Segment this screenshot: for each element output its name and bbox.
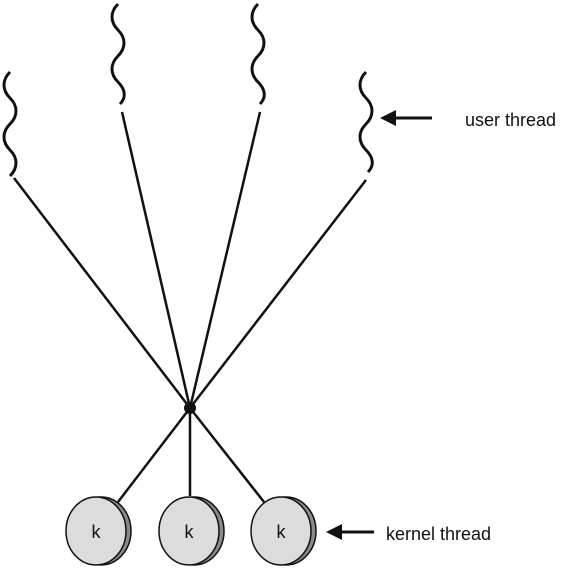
user-to-hub-links (13, 111, 367, 409)
link-user-1 (13, 177, 191, 409)
user-thread-1 (2, 70, 18, 178)
hub-to-kernel-links (117, 407, 265, 503)
link-kernel-1 (117, 407, 191, 503)
link-user-4 (189, 179, 367, 409)
kernel-thread-1: k (65, 496, 132, 566)
user-thread-arrowhead (380, 110, 396, 126)
link-kernel-3 (189, 407, 265, 503)
kernel-thread-label: k (185, 522, 195, 542)
user-thread-3 (250, 2, 266, 106)
link-user-2 (120, 111, 192, 409)
link-user-3 (188, 111, 262, 409)
kernel-disk (250, 496, 312, 566)
user-thread-label: user thread (465, 110, 556, 130)
user-thread-callout: user thread (380, 110, 556, 130)
kernel-disk (65, 496, 127, 566)
kernel-disk (158, 496, 220, 566)
kernel-thread-label: k (277, 522, 287, 542)
user-threads (2, 2, 374, 178)
kernel-thread-arrowhead (326, 524, 342, 540)
kernel-thread-3: k (250, 496, 317, 566)
user-thread-4 (358, 70, 374, 174)
user-thread-2 (110, 2, 126, 106)
kernel-thread-label: kernel thread (386, 524, 491, 544)
kernel-thread-callout: kernel thread (326, 524, 491, 544)
kernel-thread-2: k (158, 496, 225, 566)
kernel-thread-label: k (92, 522, 102, 542)
